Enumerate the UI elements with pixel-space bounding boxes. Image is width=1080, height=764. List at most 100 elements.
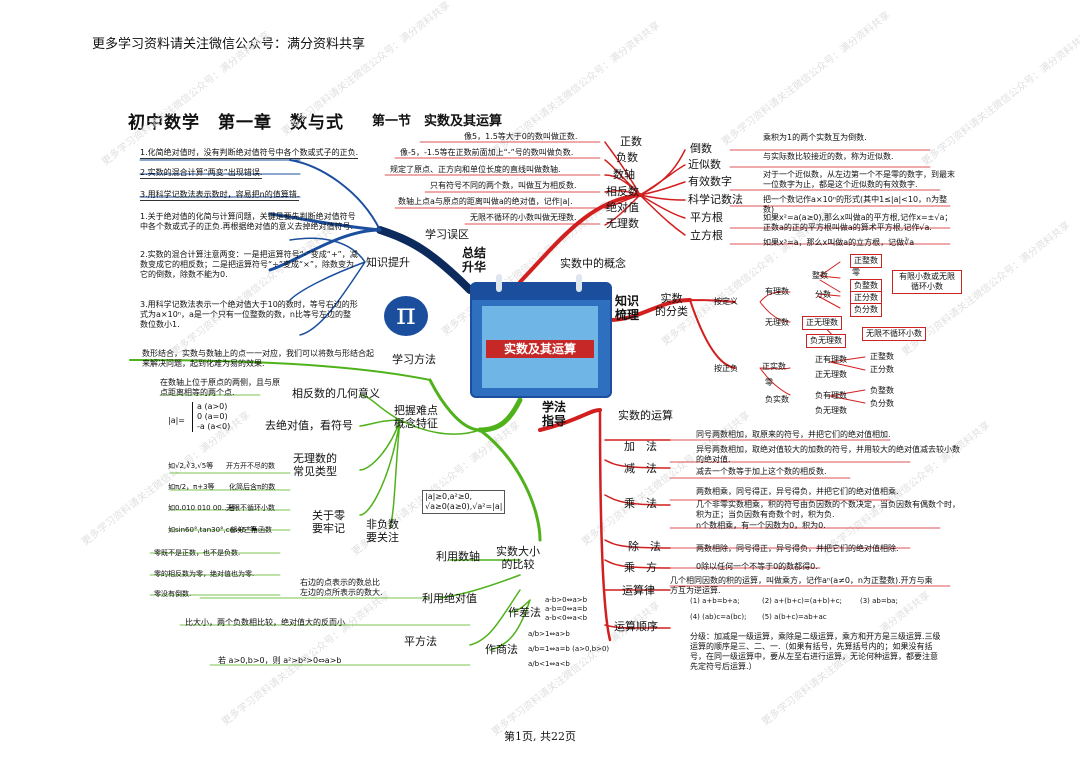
op-desc: 0除以任何一个不等于0的数都得0. bbox=[696, 562, 961, 572]
tip-item: 2.实数的混合计算注意两变：一是把运算符号“-”变成“+”，减数变成它的相反数；… bbox=[140, 250, 358, 280]
concept-key: 无理数 bbox=[606, 217, 639, 230]
sign-zzs: 正整数 bbox=[870, 352, 894, 362]
op-desc: 同号两数相加，取原来的符号，并把它们的绝对值相加. bbox=[696, 430, 961, 440]
pi-logo-icon: π bbox=[384, 296, 428, 336]
concept-key: 负数 bbox=[616, 151, 638, 164]
mistake-item: 3.用科学记数法表示数时，容易把n的值算错. bbox=[140, 190, 299, 201]
class-wuli: 无理数 bbox=[765, 318, 789, 328]
sign-fw: 负无理数 bbox=[815, 406, 847, 416]
zero-item: 零既不是正数，也不是负数. bbox=[154, 549, 240, 558]
irrational-example: 如π/2，π+3等 bbox=[168, 483, 215, 492]
concept-key: 科学记数法 bbox=[688, 193, 743, 206]
concept-desc: 像-5，-1.5等在正数前面加上“-”号的数叫做负数. bbox=[400, 148, 573, 158]
abs-lhs: |a|= bbox=[168, 416, 185, 426]
concept-key: 倒数 bbox=[690, 142, 712, 155]
law-item: (1) a+b=b+a; bbox=[690, 597, 740, 606]
class-ling: 零 bbox=[852, 268, 860, 278]
branch-methods: 学法 指导 bbox=[542, 400, 566, 428]
zero-item: 零的相反数为零，绝对值也为零. bbox=[154, 570, 254, 579]
branch-concepts: 实数中的概念 bbox=[560, 257, 626, 270]
sign-fs: 负实数 bbox=[765, 395, 789, 405]
diff-line: a-b>0⇔a>b bbox=[545, 596, 587, 605]
sign-fy: 负有理数 bbox=[815, 391, 847, 401]
node-an-zhengfu: 按正负 bbox=[714, 364, 738, 374]
sign-ffs: 负分数 bbox=[870, 399, 894, 409]
class-fw: 负无理数 bbox=[806, 334, 846, 348]
irrational-example: 如√2,∛3,√5等 bbox=[168, 462, 213, 471]
concept-desc: 把一个数记作a×10ⁿ的形式(其中1≤|a|<10，n为整数) bbox=[763, 195, 958, 215]
concept-key: 平方根 bbox=[690, 211, 723, 224]
sign-zw: 正无理数 bbox=[815, 370, 847, 380]
sign-zs: 正实数 bbox=[762, 362, 786, 372]
node-liyong-shuzhou: 利用数轴 bbox=[436, 550, 480, 563]
op-key: 加 法 bbox=[624, 440, 657, 453]
node-xuexi-wuqu: 学习误区 bbox=[425, 228, 469, 241]
abs-cmp: 比大小，两个负数相比较，绝对值大的反而小 bbox=[185, 618, 345, 628]
tip-item: 3.用科学记数法表示一个绝对值大于10的数时，等号右边的形式为a×10ⁿ，a是一… bbox=[140, 300, 358, 330]
concept-desc: 乘积为1的两个实数互为倒数. bbox=[763, 133, 958, 143]
branch-summary: 总结 升华 bbox=[462, 246, 486, 274]
calendar-ring bbox=[576, 274, 582, 292]
node-shishu-fenlei: 实数 的分类 bbox=[655, 292, 688, 318]
class-youxian: 有限小数或无限循环小数 bbox=[892, 270, 962, 294]
concept-key: 相反数 bbox=[606, 185, 639, 198]
nonneg-box: |a|≥0,a²≥0, √a≥0(a≥0),√a²=|a| bbox=[422, 490, 505, 514]
center-topic-label: 实数及其运算 bbox=[486, 340, 594, 358]
concept-desc: 对于一个近似数，从左边第一个不是零的数字，到最末一位数字为止，都是这个近似数的有… bbox=[763, 170, 958, 190]
class-ff: 负分数 bbox=[850, 303, 882, 317]
diff-cmp: a-b>0⇔a>b a-b=0⇔a=b a-b<0⇔a<b bbox=[545, 596, 587, 623]
sign-zfs: 正分数 bbox=[870, 365, 894, 375]
mistake-item: 1.化简绝对值时，没有判断绝对值符号中各个数或式子的正负. bbox=[140, 148, 358, 159]
concept-key: 立方根 bbox=[690, 229, 723, 242]
node-jueduizhi: 去绝对值，看符号 bbox=[265, 419, 353, 432]
class-fenshu: 分数 bbox=[815, 290, 831, 300]
node-pingfangfa: 平方法 bbox=[404, 635, 437, 648]
method-text: 数形结合，实数与数轴上的点一一对应，我们可以将数与形结合起来解决问题，起到化难为… bbox=[142, 349, 377, 369]
concept-desc: 如果x³=a，那么x叫做a的立方根，记做∛a bbox=[763, 238, 958, 248]
op-desc: 减去一个数等于加上这个数的相反数. bbox=[696, 467, 961, 477]
diff-line: a-b=0⇔a=b bbox=[545, 605, 587, 614]
concept-key: 近似数 bbox=[688, 158, 721, 171]
center-topic: 实数及其运算 bbox=[470, 282, 612, 398]
branch-review: 知识 梳理 bbox=[615, 294, 639, 322]
op-key: 乘 法 bbox=[624, 497, 657, 510]
abs-case: a (a>0) bbox=[197, 402, 230, 412]
zero-item: 零没有倒数. bbox=[154, 590, 191, 599]
op-desc: 两数相乘，同号得正，异号得负，并把它们的绝对值相乘. bbox=[696, 487, 961, 497]
node-bawo: 把握难点 概念特征 bbox=[394, 404, 438, 430]
calendar-ring bbox=[496, 274, 502, 292]
quot-line: a/b<1⇔a<b bbox=[528, 660, 609, 669]
node-zuochafa: 作差法 bbox=[508, 606, 541, 619]
concept-key: 绝对值 bbox=[606, 201, 639, 214]
xiangfanshu-text: 在数轴上位于原点的两侧，且与原点距离相等的两个点. bbox=[160, 378, 282, 398]
quot-line: a/b=1⇔a=b (a>0,b>0) bbox=[528, 645, 609, 654]
op-desc: n个数相乘，有一个因数为0，积为0. bbox=[696, 521, 961, 531]
class-zheng: 正整数 bbox=[850, 254, 882, 268]
op-key: 减 法 bbox=[624, 462, 657, 475]
op-desc: 几个非零实数相乘，积的符号由负因数的个数决定，当负因数有偶数个时，积为正；当负因… bbox=[696, 500, 961, 520]
page-footer: 第1页, 共22页 bbox=[0, 728, 1080, 744]
concept-desc: 数轴上点a与原点的距离叫做a的绝对值，记作|a|. bbox=[398, 197, 573, 207]
node-shishu-yunsuan: 实数的运算 bbox=[618, 409, 673, 422]
class-youli: 有理数 bbox=[765, 287, 789, 297]
op-desc: 两数相除，同号得正，异号得负，并把它们的绝对值相除. bbox=[696, 544, 961, 554]
node-wuli: 无理数的 常见类型 bbox=[293, 452, 337, 478]
nonneg-line: |a|≥0,a²≥0, bbox=[425, 492, 502, 502]
class-zhengshu: 整数 bbox=[812, 271, 828, 281]
node-liyong-jdz: 利用绝对值 bbox=[422, 592, 477, 605]
axis-cmp-line: 右边的点表示的数总比 bbox=[300, 578, 383, 588]
node-zhishi-tisheng: 知识提升 bbox=[366, 256, 410, 269]
axis-cmp-line: 左边的点所表示的数大. bbox=[300, 588, 383, 598]
node-feifu: 非负数 要关注 bbox=[366, 518, 399, 544]
class-note: 无限不循环小数 bbox=[862, 327, 926, 341]
abs-case: -a (a<0) bbox=[197, 422, 230, 432]
nonneg-line: √a≥0(a≥0),√a²=|a| bbox=[425, 502, 502, 512]
tip-item: 1.关于绝对值的化简与计算问题，关键是要先判断绝对值符号中各个数或式子的正负.再… bbox=[140, 212, 358, 232]
node-zuoshangfa: 作商法 bbox=[485, 643, 518, 656]
concept-desc: 规定了原点、正方向和单位长度的直线叫做数轴. bbox=[390, 165, 561, 175]
irrational-type: 部分三角函数 bbox=[230, 526, 272, 535]
diff-line: a-b<0⇔a<b bbox=[545, 614, 587, 623]
node-xiangfanshu: 相反数的几何意义 bbox=[292, 387, 380, 400]
op-desc: 分级：加减是一级运算，乘除是二级运算，乘方和开方是三级运算.三级运算的顺序是三、… bbox=[690, 632, 945, 672]
quot-cmp: a/b>1⇔a>b a/b=1⇔a=b (a>0,b>0) a/b<1⇔a<b bbox=[528, 630, 609, 669]
